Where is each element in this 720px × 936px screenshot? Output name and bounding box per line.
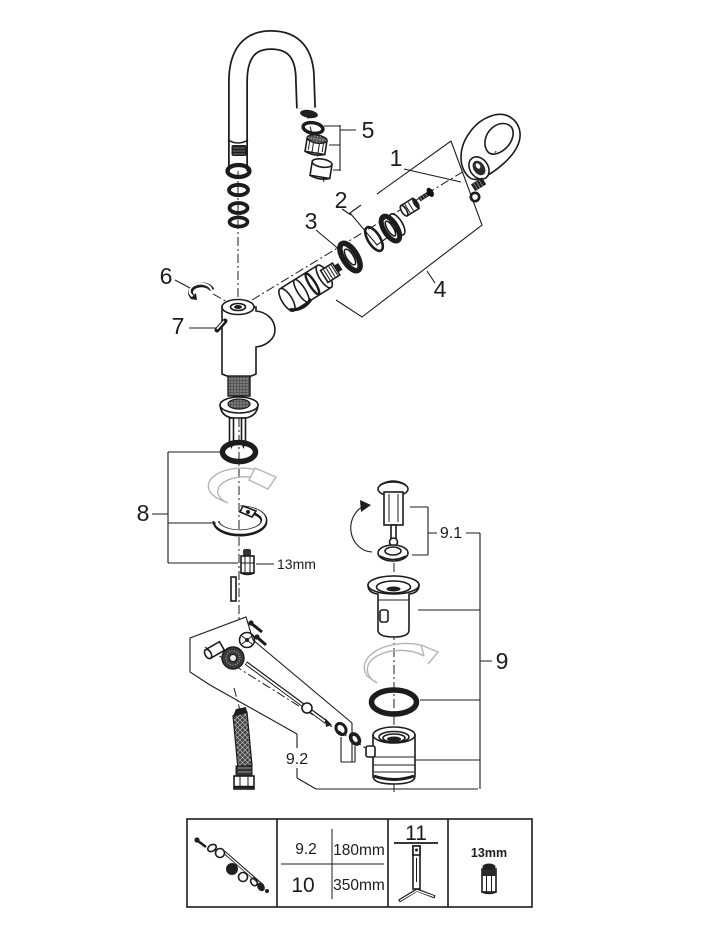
callout-8: 8 [137,451,238,564]
ghost-basin [363,642,440,684]
handle-screw [418,187,434,202]
callout-9: 9 [415,533,508,789]
ghost-clamp [207,467,278,504]
table-tool: 11 [394,822,438,903]
bevel-ring-inner [343,248,357,266]
callout-7: 7 [172,313,216,339]
table-nut: 13mm [471,846,507,895]
callout-4: 4 [335,140,483,318]
aerator-o-ring [301,120,325,136]
table-part-10: 10 [291,874,314,897]
callout-2: 2 [335,187,389,246]
spline-adapter [399,197,421,217]
part-label-3: 3 [305,208,318,234]
rod-o-ring [334,721,348,737]
table-part-11: 11 [405,822,427,845]
spout [227,29,318,171]
callout-6: 6 [160,263,191,289]
table-length-180: 180mm [333,842,385,859]
table-rod-drawing [194,837,269,893]
popup-rod-set [203,620,332,727]
table-length-350: 350mm [333,877,385,894]
rotate-arrow [350,500,373,553]
wrench-size-label: 13mm [277,556,316,572]
table-nut-size: 13mm [471,846,507,860]
base-o-ring [219,439,259,465]
rod-upper-section [230,576,237,602]
spout-outlet-thread [227,139,249,156]
spec-table: 9.2 180mm 10 350mm 11 13mm [186,818,533,908]
cartridge [278,262,343,312]
retaining-clip [188,282,215,300]
popup-plug [377,480,409,547]
callout-9-2: 9.2 [189,616,478,790]
faucet-body [219,298,276,449]
aerator-assembly: 5 [301,117,374,180]
bevel-ring [337,240,363,274]
supply-hose [232,707,255,790]
callout-3: 3 [305,208,342,252]
threaded-shank [227,375,251,397]
grub-screw [470,177,487,192]
part-label-6: 6 [160,263,173,289]
aerator-insert [304,134,328,156]
part-label-9: 9 [496,648,509,674]
lever-handle [460,113,521,181]
callout-9-1: 9.1 [410,506,480,556]
callout-5: 5 [324,117,374,171]
table-part-9-2: 9.2 [295,841,317,858]
rod-grommet [348,732,362,746]
part-label-9-1: 9.1 [440,525,462,542]
stop-pin [214,318,228,333]
part-label-4: 4 [434,276,447,302]
part-label-1: 1 [390,145,403,171]
part-label-8: 8 [137,500,150,526]
crescent-washer [212,504,268,537]
table-lengths: 9.2 180mm 10 350mm [281,829,385,899]
spout-o-rings [225,162,252,229]
callout-13mm: 13mm [256,556,316,572]
cap-ring [378,213,406,244]
mounting-nut [240,549,255,576]
part-label-7: 7 [172,313,185,339]
part-label-9-2: 9.2 [286,751,308,768]
cap-o-ring [363,225,385,253]
part-label-5: 5 [362,117,375,143]
callout-1: 1 [390,145,462,183]
part-label-2: 2 [335,187,348,213]
waste-lower-body [365,726,416,785]
waste-flange-body [367,575,420,638]
plug-seal-ring [377,544,409,562]
aerator-housing [309,158,333,180]
waste-o-ring [368,687,420,717]
